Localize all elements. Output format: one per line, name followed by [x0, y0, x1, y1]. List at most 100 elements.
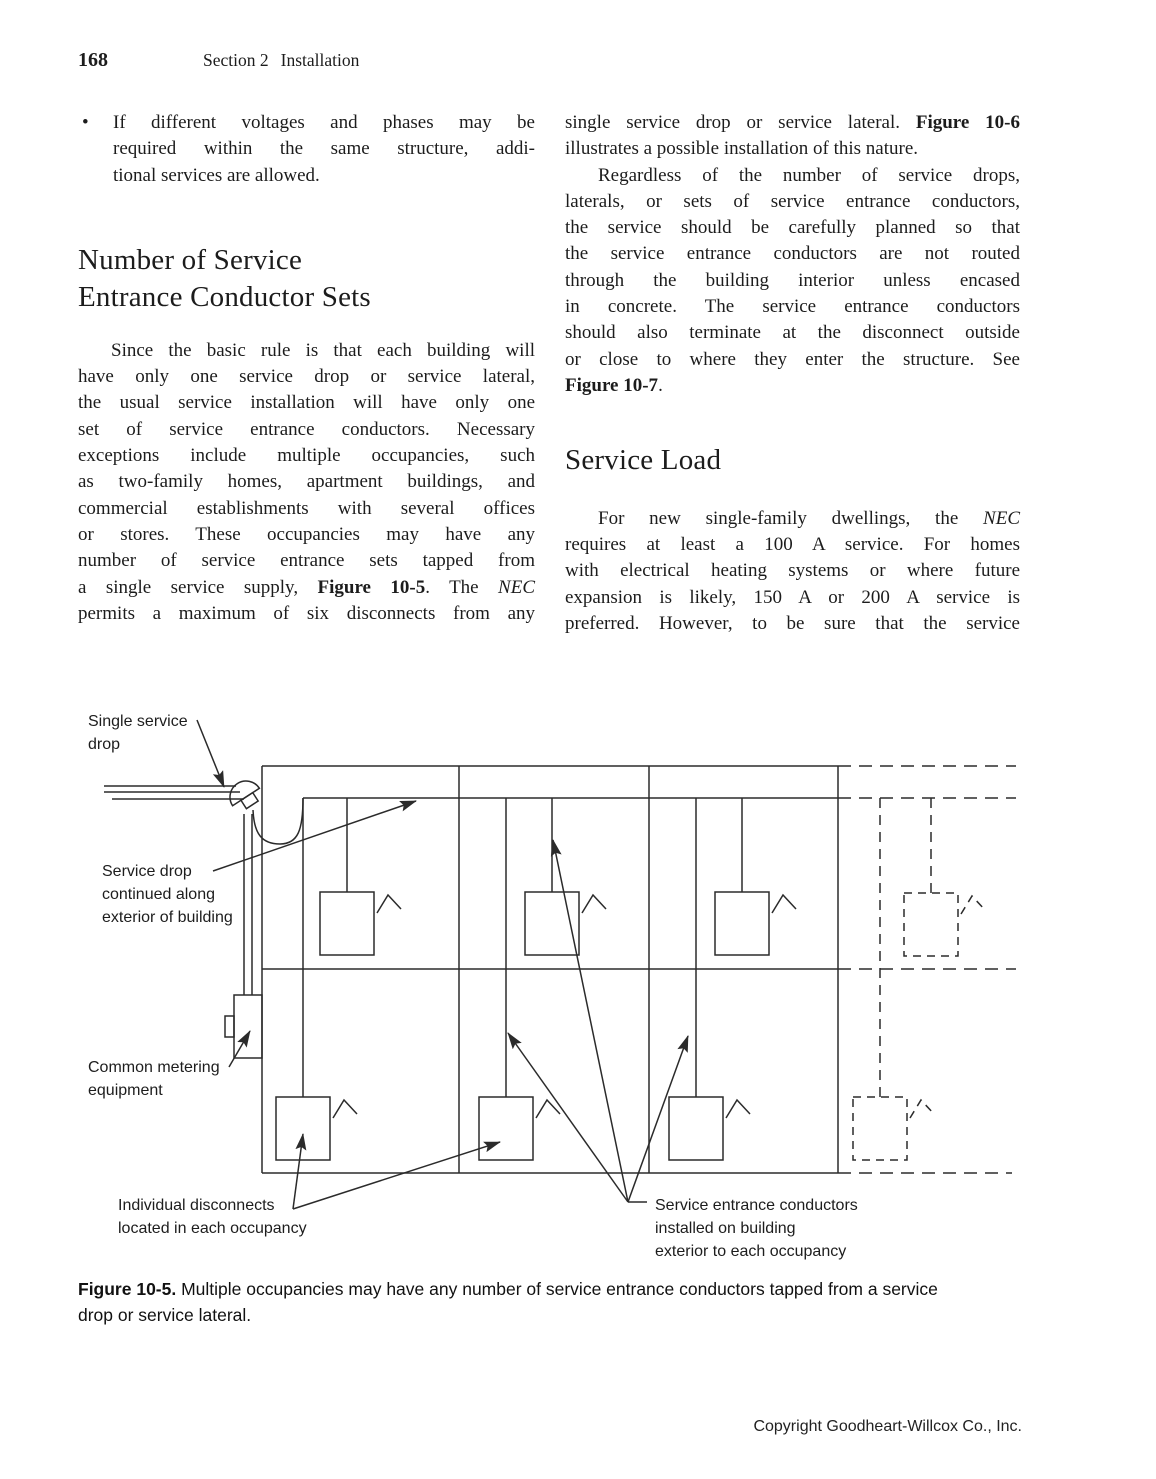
- text-segment: tional services are allowed.: [113, 164, 320, 186]
- disconnect-box: [668, 1096, 724, 1161]
- text-segment: illustrates a possible installation of t…: [565, 138, 919, 160]
- label-service-entrance-conductors: Service entrance conductors installed on …: [655, 1197, 858, 1260]
- breaker-caret: [725, 1098, 751, 1119]
- text-line: as two-family homes, apartment buildings…: [78, 469, 535, 495]
- text-line: through the building interior unless enc…: [565, 268, 1020, 294]
- annotation-arrow: [292, 1133, 307, 1210]
- annotation-arrow: [507, 1032, 629, 1203]
- paragraph-left: Since the basic rule is that each buildi…: [78, 338, 535, 627]
- drip-loop-wire: [252, 797, 304, 845]
- text-segment: with electrical heating systems or where…: [565, 560, 1020, 582]
- text-segment: NEC: [498, 576, 535, 598]
- annotation-arrow: [292, 1141, 501, 1210]
- text-line: required within the same structure, addi…: [113, 136, 535, 162]
- diagram-label-line: continued along: [102, 886, 215, 903]
- section-label: Section 2: [203, 50, 269, 70]
- disconnect-box: [275, 1096, 331, 1161]
- text-segment: For new single-family dwellings, the: [598, 507, 984, 529]
- text-segment: Number of Service: [78, 243, 303, 276]
- text-line: permits a maximum of six disconnects fro…: [78, 601, 535, 627]
- annotation-arrow: [228, 1030, 251, 1068]
- diagram-label-line: Common metering: [88, 1059, 220, 1076]
- text-line: expansion is likely, 150 A or 200 A serv…: [565, 585, 1020, 611]
- weatherhead-icon: [229, 780, 261, 810]
- text-segment: Figure 10-6: [915, 112, 1020, 133]
- text-line: Number of Service: [78, 242, 535, 280]
- page-number: 168: [78, 49, 108, 71]
- text-segment: the service should be carefully planned …: [565, 217, 1020, 239]
- text-line: have only one service drop or service la…: [78, 364, 535, 390]
- text-line: in concrete. The service entrance conduc…: [565, 294, 1020, 320]
- text-segment: in concrete. The service entrance conduc…: [565, 296, 1020, 318]
- diagram-label-line: Service drop: [102, 863, 192, 880]
- diagram-label-line: located in each occupancy: [118, 1220, 307, 1237]
- diagram-label-line: installed on building: [655, 1220, 796, 1237]
- disconnect-box: [478, 1096, 534, 1161]
- diagram-label-line: equipment: [88, 1082, 163, 1099]
- bullet-text: If different voltages and phases may be r…: [113, 110, 535, 189]
- text-segment: through the building interior unless enc…: [565, 269, 1020, 291]
- text-segment: Figure 10-5: [317, 576, 426, 598]
- label-common-metering-equipment: Common metering equipment: [88, 1059, 220, 1099]
- text-line: Figure 10-7.: [565, 373, 1020, 399]
- page-header: 168 Section 2 Installation: [78, 49, 1021, 72]
- text-line: Entrance Conductor Sets: [78, 279, 535, 317]
- annotation-arrow: [550, 839, 629, 1203]
- text-segment: as two-family homes, apartment buildings…: [78, 471, 535, 493]
- text-segment: or close to where they enter the structu…: [565, 348, 1020, 370]
- text-line: number of service entrance sets tapped f…: [78, 548, 535, 574]
- diagram-label-line: drop: [88, 736, 120, 753]
- section-title: Installation: [280, 50, 360, 70]
- text-segment: have only one service drop or service la…: [78, 366, 535, 388]
- bullet-marker: •: [82, 112, 89, 133]
- text-segment: number of service entrance sets tapped f…: [78, 550, 535, 572]
- disconnect-box: [714, 891, 770, 956]
- breaker-caret: [332, 1098, 358, 1119]
- weatherhead-cap: [229, 780, 261, 807]
- text-segment: set of service entrance conductors. Nece…: [78, 418, 535, 440]
- text-line: illustrates a possible installation of t…: [565, 136, 1020, 162]
- diagram-label-line: Individual disconnects: [118, 1197, 275, 1214]
- text-line: tional services are allowed.: [113, 163, 535, 189]
- diagram-label-line: Service entrance conductors: [655, 1197, 858, 1214]
- disconnect-box-dashed: [852, 1096, 908, 1161]
- figure-caption: Figure 10-5. Multiple occupancies may ha…: [78, 1277, 1026, 1328]
- text-segment: exceptions include multiple occupancies,…: [78, 445, 535, 467]
- paragraph-right-1: single service drop or service lateral. …: [565, 110, 1020, 163]
- text-line: exceptions include multiple occupancies,…: [78, 443, 535, 469]
- bullet-item: • If different voltages and phases may b…: [78, 110, 535, 189]
- text-segment: Figure 10-5.: [78, 1279, 177, 1299]
- text-columns: • If different voltages and phases may b…: [78, 110, 1022, 637]
- annotation-arrow: [627, 1035, 689, 1203]
- text-line: laterals, or sets of service entrance co…: [565, 189, 1020, 215]
- text-line: the service entrance conductors are not …: [565, 241, 1020, 267]
- text-segment: requires at least a 100 A service. For h…: [565, 534, 1020, 556]
- right-column: single service drop or service lateral. …: [565, 110, 1020, 637]
- text-segment: preferred. However, to be sure that the …: [565, 612, 1020, 634]
- text-line: set of service entrance conductors. Nece…: [78, 417, 535, 443]
- disconnect-box: [524, 891, 580, 956]
- text-line: the service should be carefully planned …: [565, 215, 1020, 241]
- text-segment: Entrance Conductor Sets: [78, 281, 371, 314]
- annotation-arrow: [212, 800, 417, 872]
- disconnect-box: [319, 891, 375, 956]
- text-line: should also terminate at the disconnect …: [565, 320, 1020, 346]
- breaker-caret: [376, 893, 402, 914]
- text-segment: required within the same structure, addi…: [113, 138, 535, 160]
- label-single-service-drop: Single service drop: [88, 713, 188, 753]
- text-segment: permits a maximum of six disconnects fro…: [78, 602, 535, 624]
- text-line: For new single-family dwellings, the NEC: [565, 506, 1020, 532]
- text-segment: If different voltages and phases may be: [113, 112, 535, 133]
- diagram-label-line: Single service: [88, 713, 188, 730]
- text-segment: Since the basic rule is that each buildi…: [111, 339, 535, 361]
- text-segment: should also terminate at the disconnect …: [565, 322, 1020, 344]
- breaker-caret: [581, 893, 607, 914]
- text-line: Figure 10-5. Multiple occupancies may ha…: [78, 1277, 1026, 1303]
- paragraph-right-3: For new single-family dwellings, the NEC…: [565, 506, 1020, 637]
- annotation-arrow: [196, 719, 225, 788]
- text-line: or stores. These occupancies may have an…: [78, 522, 535, 548]
- text-line: Regardless of the number of service drop…: [565, 163, 1020, 189]
